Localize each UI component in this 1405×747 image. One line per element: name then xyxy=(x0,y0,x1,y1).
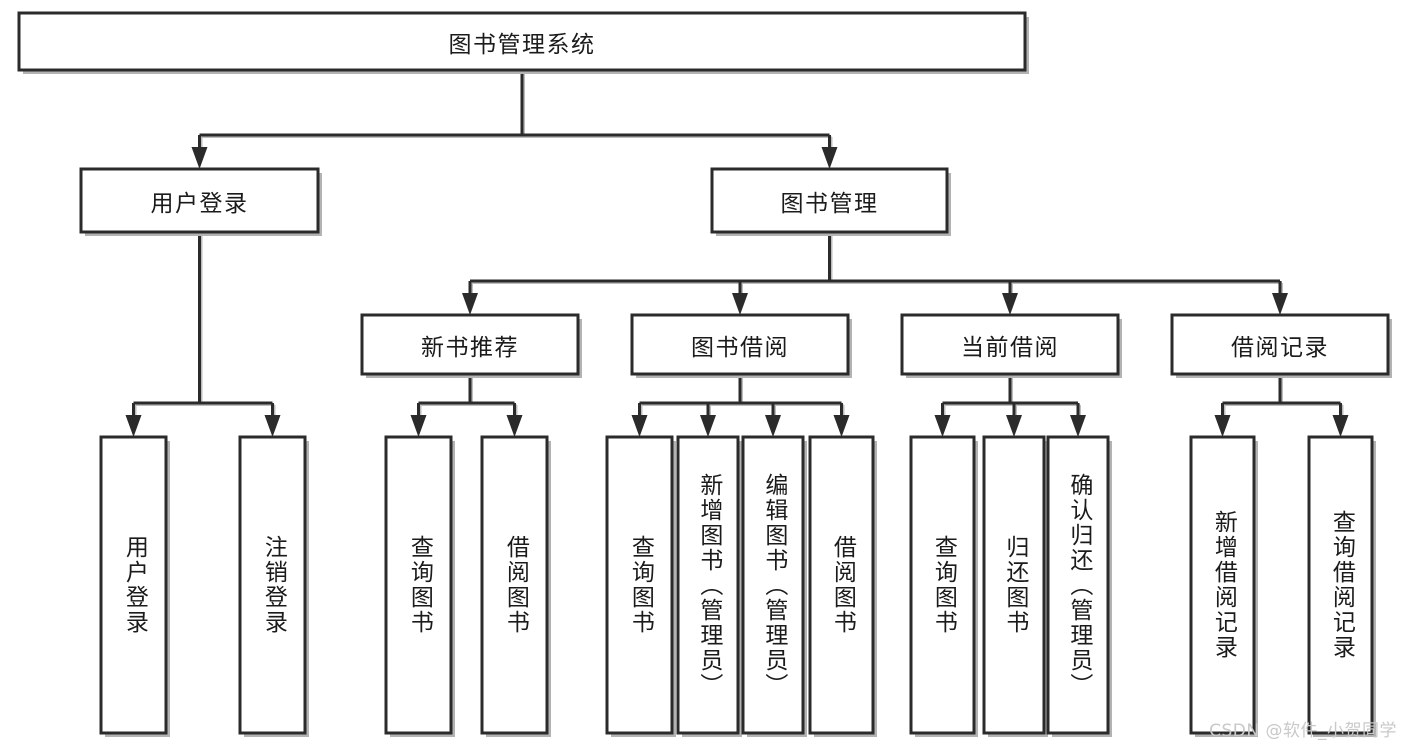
arrow-head-current-borrow xyxy=(1002,293,1018,315)
arrow-head-leaf-edit-book xyxy=(765,415,781,437)
node-box-leaf-return-book[interactable] xyxy=(982,435,1046,735)
node-box-book-manage[interactable] xyxy=(710,167,949,234)
edges-layer xyxy=(125,70,1349,437)
node-box-borrow-record[interactable] xyxy=(1170,313,1390,376)
arrow-head-leaf-borrow-book-rec xyxy=(506,415,523,437)
node-box-leaf-query-book-borrow[interactable] xyxy=(605,435,674,735)
arrow-head-book-manage xyxy=(821,147,838,169)
node-box-book-borrow[interactable] xyxy=(630,313,850,376)
node-box-leaf-user-logout[interactable] xyxy=(238,435,307,735)
arrow-head-leaf-return-book xyxy=(1006,415,1022,437)
node-box-leaf-add-book[interactable] xyxy=(676,435,740,735)
node-box-leaf-add-record[interactable] xyxy=(1189,435,1256,735)
node-box-leaf-borrow-book-rec[interactable] xyxy=(480,435,549,735)
node-box-user-login[interactable] xyxy=(79,167,320,234)
arrow-head-leaf-user-login xyxy=(125,415,142,437)
arrow-head-leaf-query-record xyxy=(1332,415,1349,437)
node-box-leaf-edit-book[interactable] xyxy=(741,435,805,735)
arrow-head-leaf-confirm-return xyxy=(1070,415,1086,437)
arrow-head-leaf-borrow-book xyxy=(833,415,850,437)
node-box-new-book-rec[interactable] xyxy=(360,313,580,376)
arrow-head-leaf-query-book-rec xyxy=(410,415,427,437)
arrow-head-leaf-user-logout xyxy=(264,415,281,437)
node-box-leaf-query-record[interactable] xyxy=(1307,435,1374,735)
node-box-leaf-user-login[interactable] xyxy=(99,435,168,735)
arrow-head-borrow-record xyxy=(1272,293,1288,315)
nodes-layer xyxy=(17,11,1392,737)
node-box-leaf-query-book-cur[interactable] xyxy=(909,435,976,735)
arrow-head-new-book-rec xyxy=(462,293,478,315)
node-box-leaf-query-book-rec[interactable] xyxy=(384,435,453,735)
arrow-head-leaf-query-book-borrow xyxy=(631,415,648,437)
arrow-head-book-borrow xyxy=(732,293,748,315)
node-box-root[interactable] xyxy=(17,11,1027,72)
arrow-head-leaf-query-book-cur xyxy=(934,415,951,437)
arrow-head-user-login xyxy=(191,147,208,169)
watermark-text: CSDN @软件_小贺同学 xyxy=(1209,721,1397,741)
node-box-current-borrow[interactable] xyxy=(900,313,1120,376)
node-box-leaf-confirm-return[interactable] xyxy=(1046,435,1110,735)
arrow-head-leaf-add-book xyxy=(700,415,716,437)
node-box-leaf-borrow-book[interactable] xyxy=(808,435,875,735)
arrow-head-leaf-add-record xyxy=(1214,415,1231,437)
